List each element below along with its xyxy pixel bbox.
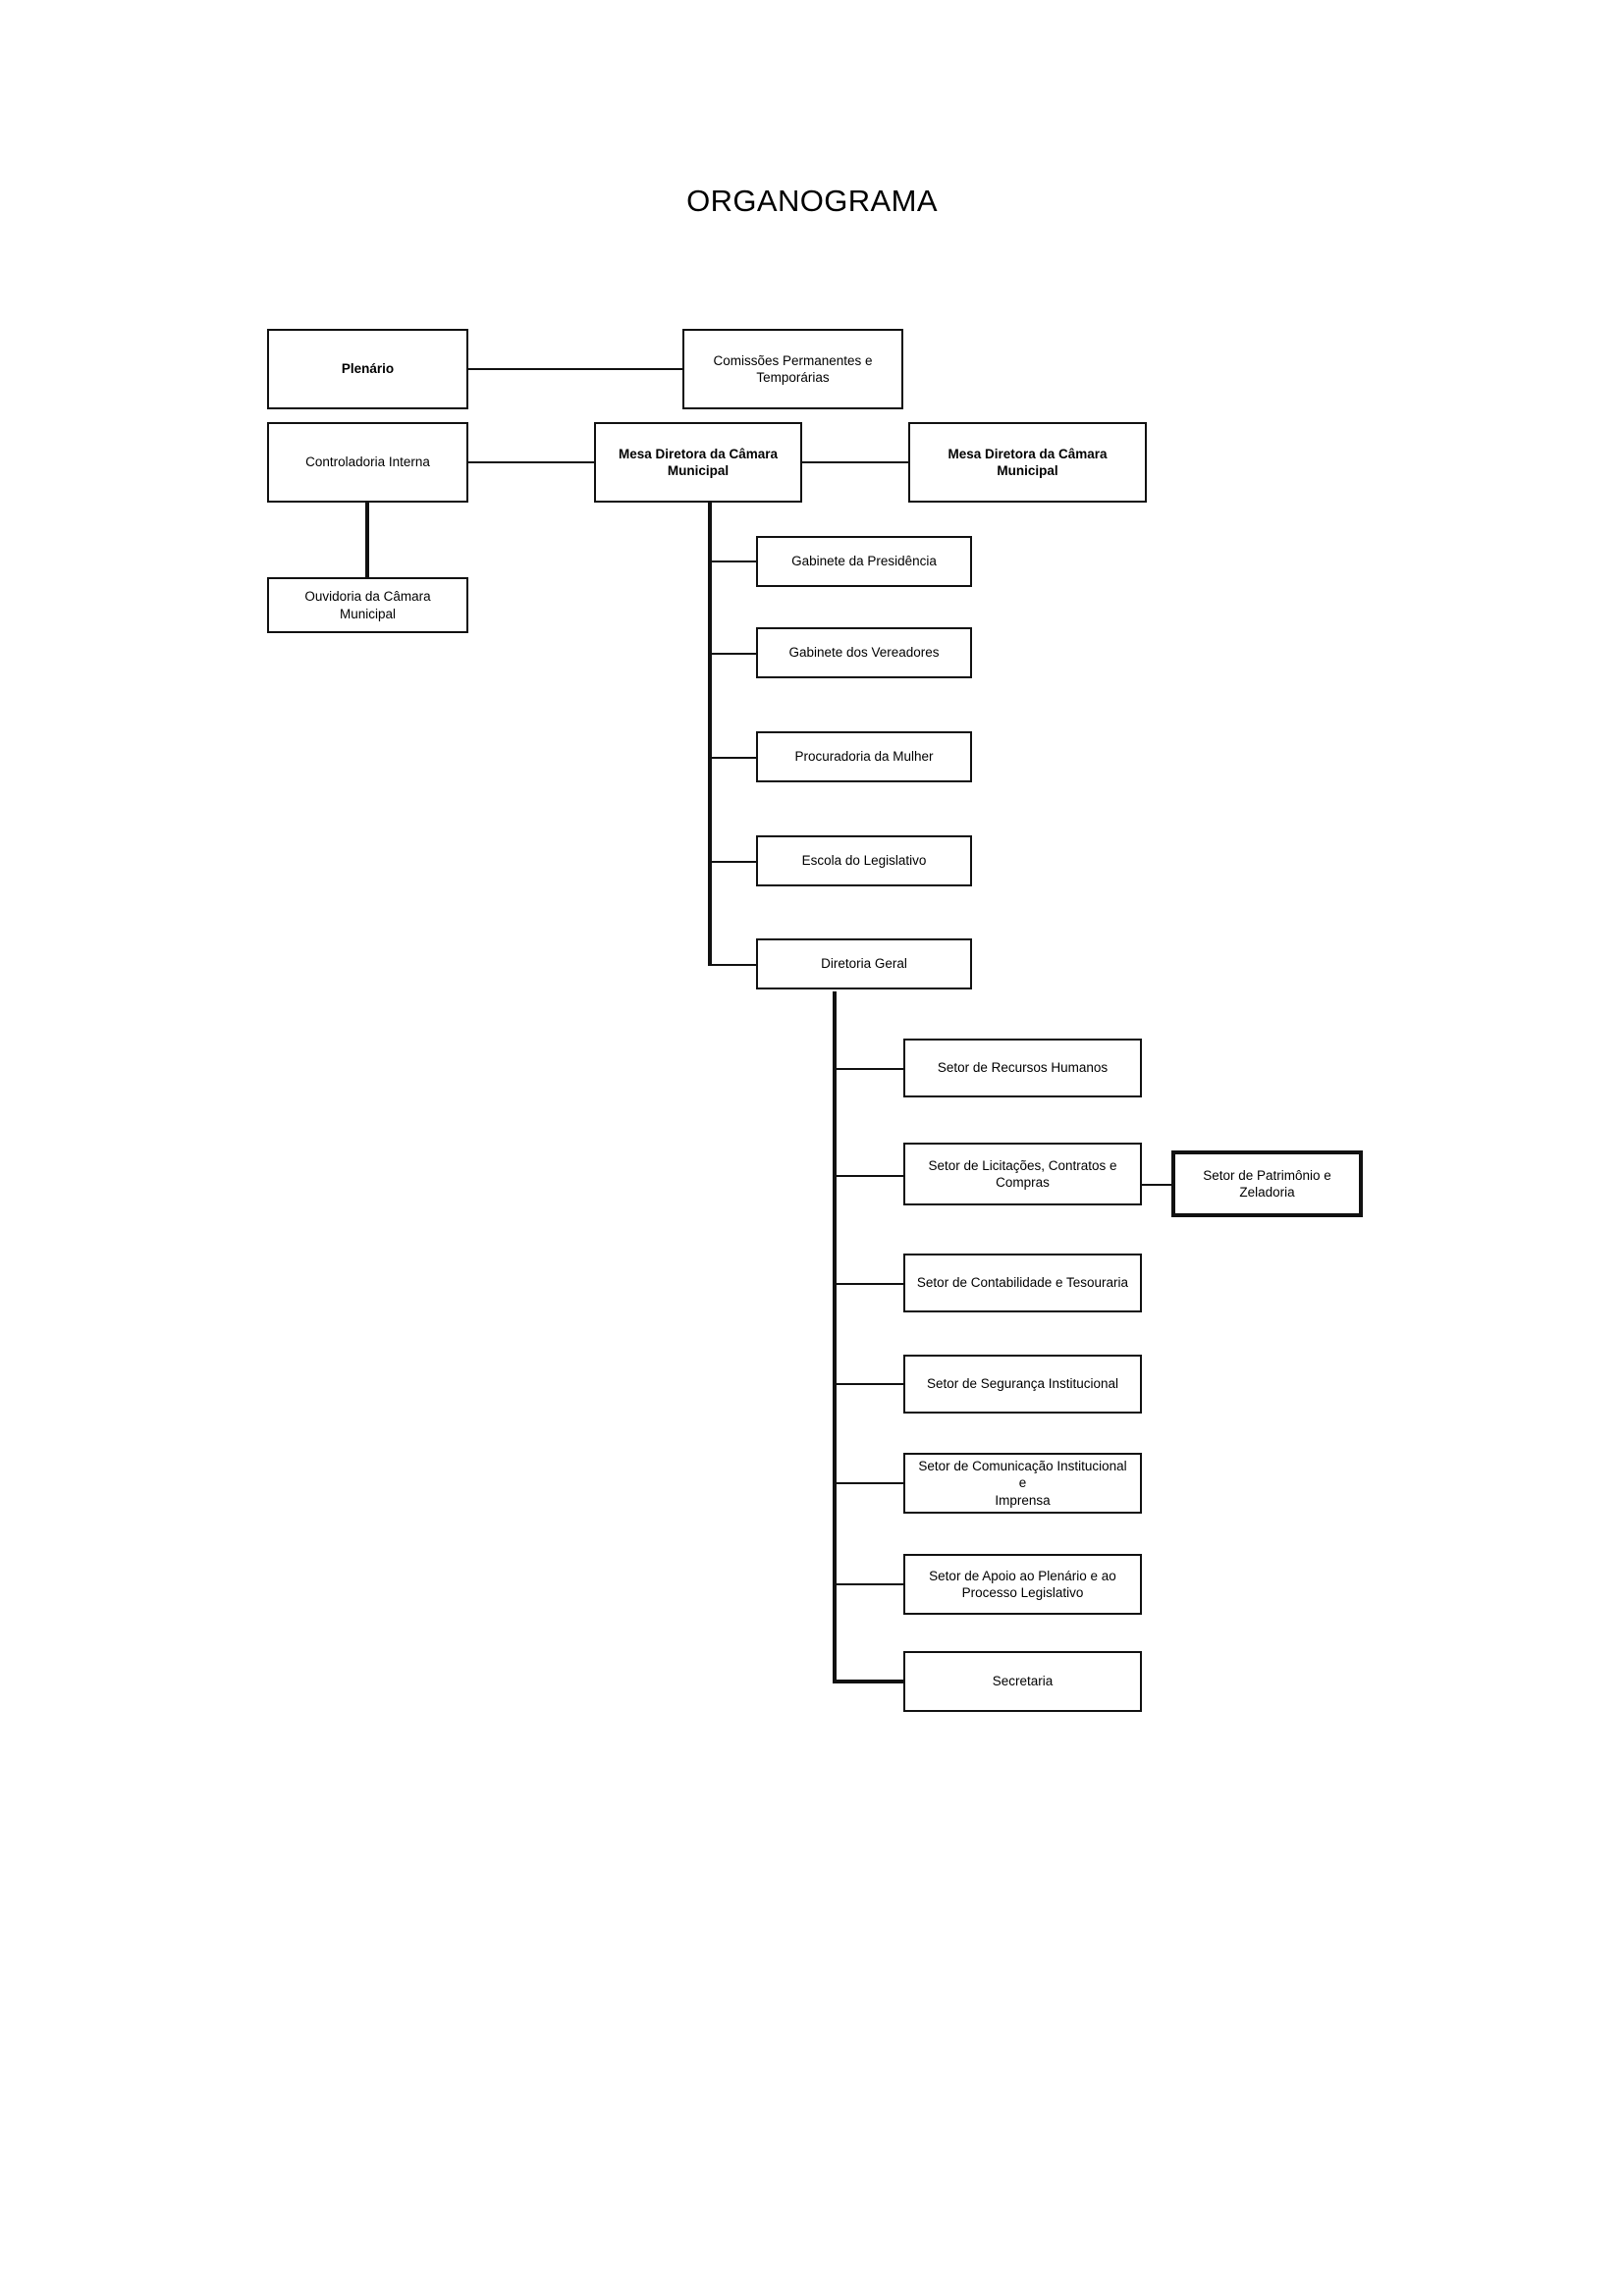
node-setor-comunicacao[interactable]: Setor de Comunicação Institucional e Imp…: [903, 1453, 1142, 1514]
node-mesa-diretora-label: Mesa Diretora da Câmara Municipal: [618, 446, 779, 478]
node-gabinete-presidencia[interactable]: Gabinete da Presidência: [756, 536, 972, 587]
node-setor-seguranca-label: Setor de Segurança Institucional: [926, 1376, 1119, 1392]
node-setor-recursos-humanos[interactable]: Setor de Recursos Humanos: [903, 1039, 1142, 1097]
connector-controladoria-mesa: [466, 461, 594, 463]
node-escola-legislativo[interactable]: Escola do Legislativo: [756, 835, 972, 886]
node-controladoria-interna[interactable]: Controladoria Interna: [267, 422, 468, 503]
connector-mesa-trunk: [708, 503, 712, 964]
node-mesa-diretora-secondary-label: Mesa Diretora da Câmara Municipal: [947, 446, 1108, 478]
node-secretaria[interactable]: Secretaria: [903, 1651, 1142, 1712]
connector-mesa-gab-vereadores: [708, 653, 756, 655]
connector-diretoria-setor-seguranca: [833, 1383, 905, 1385]
node-setor-comunicacao-label: Setor de Comunicação Institucional e Imp…: [918, 1459, 1127, 1508]
node-setor-recursos-humanos-label: Setor de Recursos Humanos: [937, 1060, 1109, 1076]
node-ouvidoria-label: Ouvidoria da Câmara Municipal: [304, 589, 431, 621]
node-escola-legislativo-label: Escola do Legislativo: [801, 853, 927, 869]
node-comissoes-label: Comissões Permanentes e Temporárias: [713, 352, 873, 385]
node-setor-contabilidade-label: Setor de Contabilidade e Tesouraria: [916, 1275, 1129, 1291]
connector-diretoria-setor-licitacoes: [833, 1175, 905, 1177]
node-procuradoria-mulher-label: Procuradoria da Mulher: [794, 749, 934, 765]
node-procuradoria-mulher[interactable]: Procuradoria da Mulher: [756, 731, 972, 782]
connector-diretoria-trunk: [833, 991, 837, 1682]
node-mesa-diretora[interactable]: Mesa Diretora da Câmara Municipal: [594, 422, 802, 503]
connector-plenario-comissoes: [466, 368, 682, 370]
connector-mesa-escola: [708, 861, 756, 863]
node-setor-licitacoes[interactable]: Setor de Licitações, Contratos e Compras: [903, 1143, 1142, 1205]
node-controladoria-interna-label: Controladoria Interna: [305, 454, 430, 470]
node-setor-seguranca[interactable]: Setor de Segurança Institucional: [903, 1355, 1142, 1414]
node-setor-licitacoes-label: Setor de Licitações, Contratos e Compras: [928, 1157, 1117, 1190]
connector-mesa-gab-presidencia: [708, 561, 756, 562]
node-setor-patrimonio[interactable]: Setor de Patrimônio e Zeladoria: [1171, 1150, 1363, 1217]
node-diretoria-geral-label: Diretoria Geral: [821, 956, 907, 972]
node-gabinete-presidencia-label: Gabinete da Presidência: [791, 554, 937, 569]
connector-controladoria-ouvidoria: [365, 503, 369, 577]
node-plenario[interactable]: Plenário: [267, 329, 468, 409]
connector-mesa-diretoria-geral: [708, 964, 756, 966]
node-gabinete-vereadores[interactable]: Gabinete dos Vereadores: [756, 627, 972, 678]
node-mesa-diretora-secondary[interactable]: Mesa Diretora da Câmara Municipal: [908, 422, 1147, 503]
connector-diretoria-setor-contabilidade: [833, 1283, 905, 1285]
node-ouvidoria[interactable]: Ouvidoria da Câmara Municipal: [267, 577, 468, 633]
node-plenario-label: Plenário: [341, 361, 395, 377]
node-setor-apoio-plenario[interactable]: Setor de Apoio ao Plenário e ao Processo…: [903, 1554, 1142, 1615]
connector-diretoria-setor-comunicacao: [833, 1482, 905, 1484]
connector-mesa-procuradoria: [708, 757, 756, 759]
node-secretaria-label: Secretaria: [992, 1674, 1054, 1689]
page-title: ORGANOGRAMA: [686, 184, 938, 218]
connector-licitacoes-patrimonio: [1142, 1184, 1171, 1186]
connector-mesa-mesa2: [800, 461, 908, 463]
connector-diretoria-setor-apoio: [833, 1583, 905, 1585]
node-setor-patrimonio-label: Setor de Patrimônio e Zeladoria: [1203, 1167, 1331, 1200]
connector-diretoria-secretaria: [833, 1680, 905, 1683]
node-setor-apoio-plenario-label: Setor de Apoio ao Plenário e ao Processo…: [929, 1568, 1116, 1600]
connector-diretoria-setor-rh: [833, 1068, 905, 1070]
node-gabinete-vereadores-label: Gabinete dos Vereadores: [788, 645, 940, 661]
node-setor-contabilidade[interactable]: Setor de Contabilidade e Tesouraria: [903, 1254, 1142, 1312]
node-diretoria-geral[interactable]: Diretoria Geral: [756, 938, 972, 989]
node-comissoes[interactable]: Comissões Permanentes e Temporárias: [682, 329, 903, 409]
